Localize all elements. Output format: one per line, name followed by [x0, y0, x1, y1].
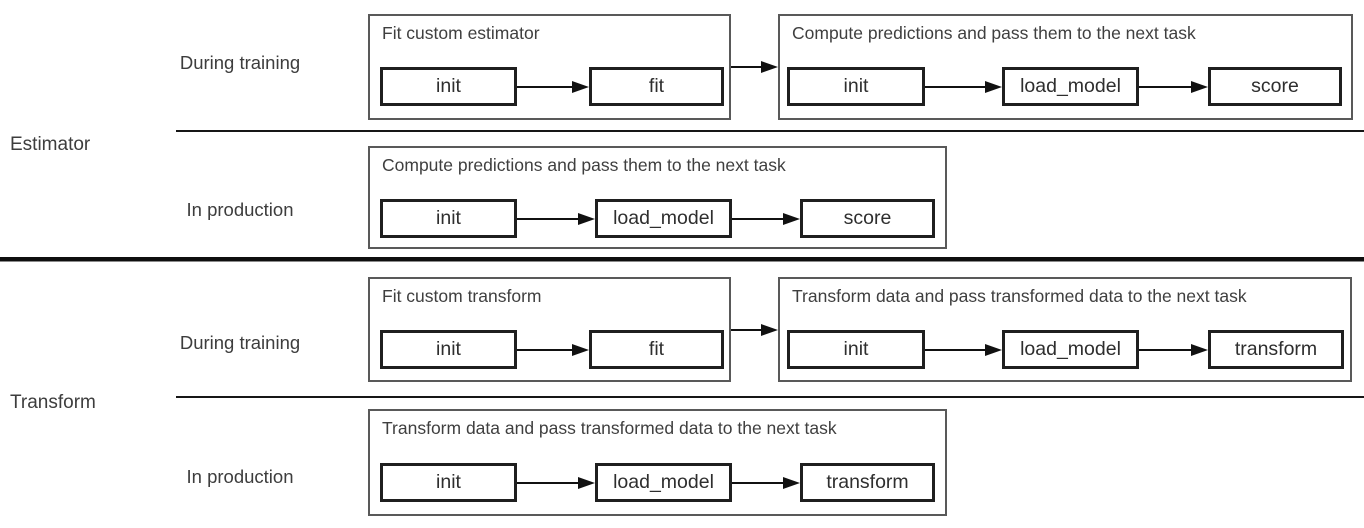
- arrow-shaft: [517, 349, 578, 351]
- arrow-init-to-load-model: [517, 476, 595, 490]
- group-title: Fit custom estimator: [382, 23, 540, 43]
- step-box-transform: transform: [1208, 330, 1344, 369]
- arrow-shaft: [517, 482, 584, 484]
- arrow-load-model-to-transform: [732, 476, 800, 490]
- step-box-score: score: [800, 199, 935, 238]
- separator-sections: [0, 257, 1364, 262]
- step-box-init: init: [787, 67, 925, 106]
- row-label-estimator-production: In production: [186, 199, 294, 220]
- arrow-load-model-to-score: [732, 212, 800, 226]
- group-title: Compute predictions and pass them to the…: [382, 155, 786, 175]
- group-compute-predictions-training: Compute predictions and pass them to the…: [778, 14, 1353, 120]
- row-label-transform-production: In production: [186, 466, 294, 487]
- section-label-transform: Transform: [10, 392, 96, 413]
- step-box-fit: fit: [589, 330, 724, 369]
- group-transform-data-training: Transform data and pass transformed data…: [778, 277, 1352, 382]
- arrow-shaft: [517, 218, 584, 220]
- arrow-init-to-fit: [517, 343, 589, 357]
- group-title: Transform data and pass transformed data…: [382, 418, 837, 438]
- arrow-shaft: [731, 66, 767, 68]
- separator-estimator-rows: [176, 130, 1364, 132]
- arrow-head-icon: [761, 324, 778, 336]
- group-title: Compute predictions and pass them to the…: [792, 23, 1196, 43]
- arrow-head-icon: [578, 477, 595, 489]
- row-label-estimator-training: During training: [179, 52, 301, 73]
- step-box-init: init: [787, 330, 925, 369]
- step-box-init: init: [380, 67, 517, 106]
- arrow-shaft: [732, 482, 789, 484]
- group-title: Fit custom transform: [382, 286, 542, 306]
- step-box-init: init: [380, 199, 517, 238]
- group-fit-custom-transform: Fit custom transform init fit: [368, 277, 731, 382]
- step-box-load-model: load_model: [1002, 330, 1139, 369]
- step-box-load-model: load_model: [595, 199, 732, 238]
- arrow-head-icon: [985, 81, 1002, 93]
- section-label-estimator: Estimator: [10, 134, 91, 155]
- arrow-group-connector-estimator: [731, 60, 778, 74]
- step-box-init: init: [380, 330, 517, 369]
- arrow-load-model-to-transform: [1139, 343, 1208, 357]
- step-box-transform: transform: [800, 463, 935, 502]
- arrow-head-icon: [761, 61, 778, 73]
- step-box-load-model: load_model: [595, 463, 732, 502]
- arrow-init-to-fit: [517, 80, 589, 94]
- arrow-load-model-to-score: [1139, 80, 1208, 94]
- arrow-shaft: [1139, 349, 1197, 351]
- arrow-head-icon: [572, 81, 589, 93]
- arrow-init-to-load-model: [925, 80, 1002, 94]
- arrow-head-icon: [783, 477, 800, 489]
- arrow-init-to-load-model: [925, 343, 1002, 357]
- row-label-transform-training: During training: [179, 332, 301, 353]
- arrow-shaft: [731, 329, 767, 331]
- group-compute-predictions-production: Compute predictions and pass them to the…: [368, 146, 947, 249]
- step-box-score: score: [1208, 67, 1342, 106]
- arrow-shaft: [925, 86, 991, 88]
- arrow-group-connector-transform: [731, 323, 778, 337]
- group-title: Transform data and pass transformed data…: [792, 286, 1247, 306]
- arrow-head-icon: [578, 213, 595, 225]
- arrow-init-to-load-model: [517, 212, 595, 226]
- separator-transform-rows: [176, 396, 1364, 398]
- arrow-shaft: [925, 349, 991, 351]
- arrow-head-icon: [1191, 344, 1208, 356]
- step-box-init: init: [380, 463, 517, 502]
- arrow-head-icon: [985, 344, 1002, 356]
- arrow-head-icon: [1191, 81, 1208, 93]
- arrow-head-icon: [572, 344, 589, 356]
- arrow-shaft: [1139, 86, 1197, 88]
- step-box-fit: fit: [589, 67, 724, 106]
- arrow-head-icon: [783, 213, 800, 225]
- arrow-shaft: [517, 86, 578, 88]
- arrow-shaft: [732, 218, 789, 220]
- group-fit-custom-estimator: Fit custom estimator init fit: [368, 14, 731, 120]
- group-transform-data-production: Transform data and pass transformed data…: [368, 409, 947, 516]
- step-box-load-model: load_model: [1002, 67, 1139, 106]
